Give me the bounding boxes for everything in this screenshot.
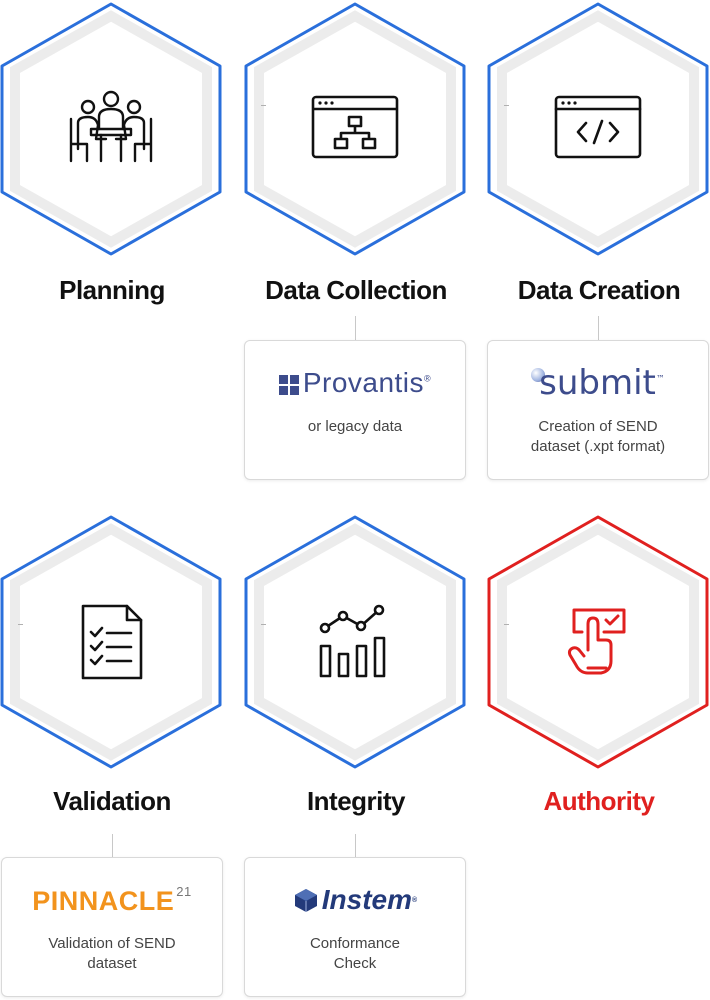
connector-line (355, 316, 356, 340)
instem-cube-icon (294, 889, 317, 912)
connector-line (598, 316, 599, 340)
tool-card-description: Conformance Check (309, 935, 401, 972)
submit-logo: submit™ (488, 363, 708, 403)
hex-authority (487, 515, 709, 769)
step-label-integrity: Integrity (306, 786, 406, 816)
instem-logo: Instem® (245, 880, 465, 920)
step-label-authority: Authority (543, 786, 655, 816)
provantis-squares-icon (278, 374, 299, 395)
hexagon-shape (487, 515, 709, 769)
meeting-people-icon (69, 90, 153, 163)
tool-card-instem: Instem® Conformance Check (244, 857, 466, 997)
hex-planning (0, 2, 222, 256)
tool-card-description: Validation of SEND dataset (48, 935, 176, 972)
tool-card-submit: submit™ Creation of SEND dataset (.xpt f… (487, 340, 709, 480)
step-label-data-collection: Data Collection (265, 275, 447, 305)
step-label-validation: Validation (53, 786, 171, 816)
hex-data-creation (487, 2, 709, 256)
browser-code-icon (554, 95, 642, 159)
provantis-logo: Provantis® (245, 363, 465, 403)
connector-tick (504, 624, 509, 625)
hexagon-shape (0, 515, 222, 769)
connector-line (112, 834, 113, 858)
tool-card-description: or legacy data (307, 418, 403, 435)
hex-validation (0, 515, 222, 769)
submit-globe-icon (531, 368, 546, 382)
hand-click-check-icon (567, 608, 626, 675)
connector-tick (261, 624, 266, 625)
step-label-planning: Planning (59, 275, 165, 305)
browser-sitemap-icon (311, 95, 399, 159)
connector-tick (261, 105, 266, 106)
hexagon-shape (244, 515, 466, 769)
tool-card-provantis: Provantis® or legacy data (244, 340, 466, 480)
connector-tick (504, 105, 509, 106)
connector-tick (18, 624, 23, 625)
tool-card-description: Creation of SEND dataset (.xpt format) (530, 418, 666, 455)
hex-integrity (244, 515, 466, 769)
checklist-document-icon (81, 604, 143, 680)
step-label-data-creation: Data Creation (517, 275, 681, 305)
connector-line (355, 834, 356, 858)
bar-line-chart-icon (319, 604, 386, 678)
hex-data-collection (244, 2, 466, 256)
